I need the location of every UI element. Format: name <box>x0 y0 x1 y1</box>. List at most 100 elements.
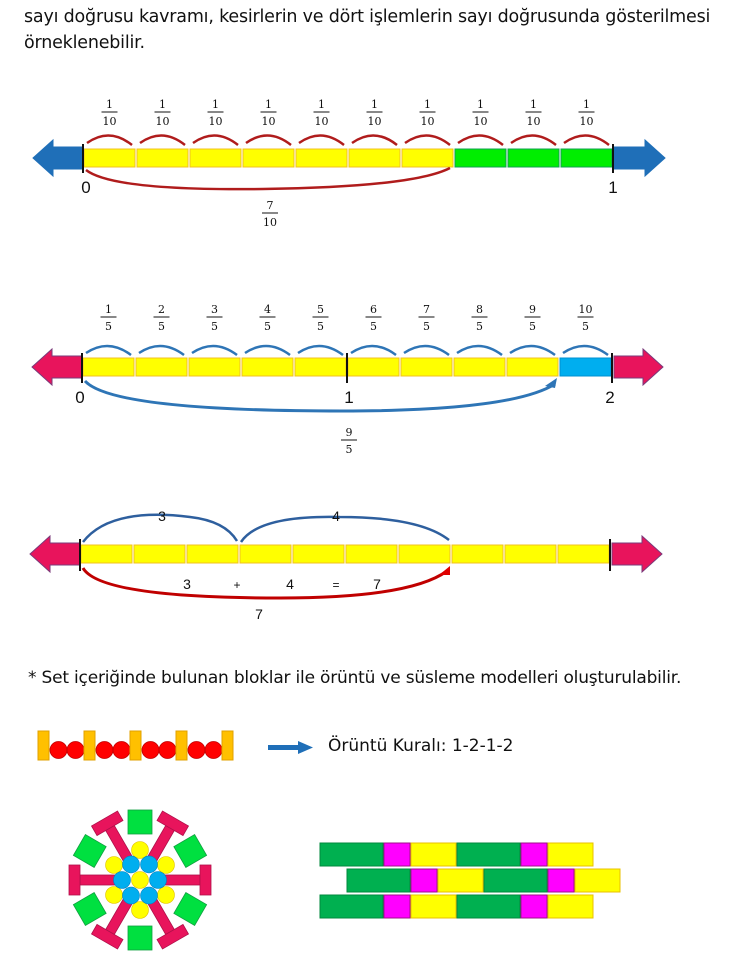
fraction-denominator: 10 <box>103 115 117 128</box>
fraction-numerator: 7 <box>267 199 274 212</box>
total-arc <box>85 166 451 191</box>
fraction-denominator: 5 <box>346 443 353 456</box>
pattern-rect-block <box>37 730 50 761</box>
fraction-numerator: 4 <box>264 303 271 316</box>
mosaic-blue-circle <box>140 886 158 905</box>
brick <box>456 894 521 919</box>
mosaic-cap <box>90 923 124 950</box>
jump-arc-4 <box>239 515 450 543</box>
fraction-numerator: 9 <box>529 303 536 316</box>
jump-arc <box>245 134 292 146</box>
jump-arc <box>138 344 185 357</box>
fraction-numerator: 1 <box>583 98 590 111</box>
mosaic-yellow-circle <box>131 841 149 859</box>
brick-wall-pattern <box>310 835 630 925</box>
segment-fraction-label: 110 <box>313 98 330 128</box>
fraction-denominator: 5 <box>582 320 589 333</box>
fraction-numerator: 1 <box>212 98 219 111</box>
arc-arrowhead-icon <box>545 378 557 388</box>
segment-block <box>504 544 557 564</box>
pattern-rect-block <box>83 730 96 761</box>
segment-block <box>557 544 610 564</box>
mosaic-cap <box>199 864 212 896</box>
fraction-denominator: 5 <box>423 320 430 333</box>
pattern-rule-text: Örüntü Kuralı: 1-2-1-2 <box>328 736 514 756</box>
brick <box>547 842 594 867</box>
fraction-numerator: 9 <box>346 426 353 439</box>
mosaic-square <box>173 834 208 868</box>
mid-label: 1 <box>344 388 353 407</box>
right-arrow-icon <box>613 347 664 387</box>
brick <box>437 868 484 893</box>
segment-block <box>242 148 295 168</box>
fraction-numerator: 1 <box>371 98 378 111</box>
jump-arc <box>562 344 609 357</box>
mosaic-square <box>173 892 208 926</box>
fraction-numerator: 1 <box>424 98 431 111</box>
mosaic-square <box>127 809 153 835</box>
total-arc <box>83 379 556 413</box>
intro-text: sayı doğrusu kavramı, kesirlerin ve dört… <box>24 4 724 56</box>
jump-arc <box>509 344 556 357</box>
jump-arc <box>510 134 557 146</box>
end-label: 2 <box>605 388 614 407</box>
segment-fraction-label: 95 <box>524 303 541 333</box>
jump-arc <box>457 134 504 146</box>
segment-fraction-label: 55 <box>312 303 329 333</box>
arc-label-3: 3 <box>158 508 166 524</box>
segment-block <box>451 544 504 564</box>
pattern-sequence <box>37 730 313 761</box>
mosaic-bar <box>79 874 116 886</box>
arc-label-4: 4 <box>332 508 340 524</box>
jump-arc <box>191 344 238 357</box>
total-arc <box>81 567 448 600</box>
fraction-denominator: 5 <box>317 320 324 333</box>
mosaic-square <box>72 892 107 926</box>
pattern-row <box>0 720 735 775</box>
segment-block <box>507 148 560 168</box>
segment-block <box>453 357 506 377</box>
segment-fraction-label: 15 <box>100 303 117 333</box>
fraction-denominator: 10 <box>262 115 276 128</box>
mosaic-t-block <box>147 898 190 950</box>
left-arrow-icon <box>32 138 84 178</box>
fraction-denominator: 10 <box>315 115 329 128</box>
equation-eq: = <box>332 578 339 592</box>
segment-fraction-label: 110 <box>207 98 224 128</box>
fraction-numerator: 8 <box>476 303 483 316</box>
pattern-circle-block <box>66 741 85 759</box>
segment-block <box>292 544 345 564</box>
fraction-numerator: 1 <box>265 98 272 111</box>
segment-fraction-label: 110 <box>260 98 277 128</box>
segment-fraction-label: 110 <box>366 98 383 128</box>
jump-arc <box>86 134 133 146</box>
fraction-numerator: 1 <box>318 98 325 111</box>
segment-fraction-label: 110 <box>525 98 542 128</box>
segment-fraction-label: 65 <box>365 303 382 333</box>
segment-block <box>241 357 294 377</box>
segment-block <box>454 148 507 168</box>
jump-arc <box>192 134 239 146</box>
fraction-denominator: 10 <box>527 115 541 128</box>
segment-block <box>135 357 188 377</box>
segment-block <box>559 357 612 377</box>
segment-fraction-label: 45 <box>259 303 276 333</box>
jump-arc <box>85 344 132 357</box>
fraction-denominator: 5 <box>264 320 271 333</box>
pattern-circle-block <box>49 741 68 759</box>
jump-arc <box>563 134 610 146</box>
brick <box>574 868 621 893</box>
segment-fraction-label: 105 <box>577 303 594 333</box>
end-label: 1 <box>608 178 617 197</box>
equation-a: 3 <box>183 576 191 592</box>
segment-block <box>348 148 401 168</box>
mosaic-ornament <box>55 800 225 960</box>
fraction-numerator: 2 <box>158 303 165 316</box>
fraction-denominator: 5 <box>476 320 483 333</box>
mosaic-cap <box>68 864 81 896</box>
right-arrow-icon <box>611 534 663 574</box>
segment-block <box>188 357 241 377</box>
